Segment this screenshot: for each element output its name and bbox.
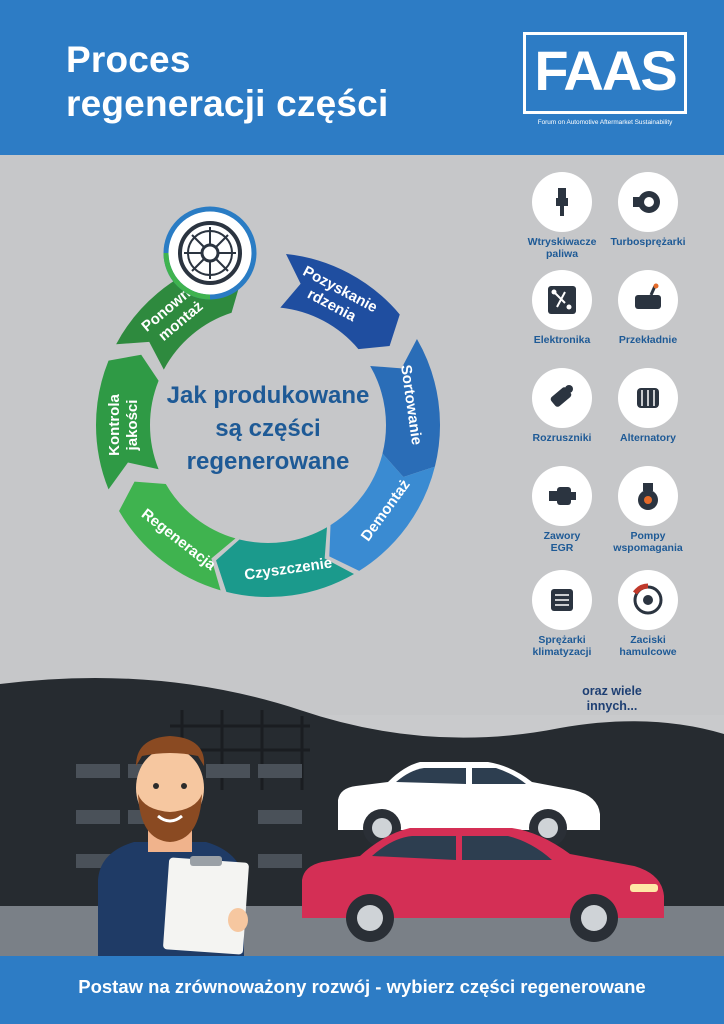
cycle-segment <box>96 354 159 490</box>
part-label-line: Wtryskiwacze <box>527 236 597 248</box>
starter-icon <box>532 368 592 428</box>
red-car <box>302 828 664 942</box>
part-label-line: EGR <box>550 542 574 554</box>
cycle-step-text: jakości <box>124 400 141 452</box>
part-label-line: paliwa <box>545 248 579 260</box>
gearbox-icon <box>618 270 678 330</box>
part-item: Turbosprężarki <box>606 172 690 248</box>
regeneration-cycle-diagram: PozyskanierdzeniaSortowanieDemontażCzysz… <box>96 206 440 597</box>
footer-tagline: Postaw na zrównoważony rozwój - wybierz … <box>78 976 646 997</box>
part-label-line: Sprężarki <box>538 634 586 646</box>
white-car <box>338 762 600 847</box>
egr-valve-icon <box>532 466 592 526</box>
part-label-line: Turbosprężarki <box>610 236 686 248</box>
part-label-line: Alternatory <box>619 432 676 444</box>
part-item: Rozruszniki <box>520 368 604 444</box>
part-label-line: Przekładnie <box>618 334 678 346</box>
cycle-center-line-1: Jak produkowane <box>167 382 370 409</box>
cycle-segment <box>280 253 400 350</box>
part-label: Przekładnie <box>606 334 690 346</box>
cycle-step-text: Kontrola <box>106 394 123 456</box>
part-label-line: klimatyzacji <box>532 646 592 658</box>
faas-logo: FAAS <box>523 32 687 114</box>
injector-icon <box>532 172 592 232</box>
title-line-1: Proces <box>66 39 191 80</box>
brake-disc-icon <box>163 206 257 300</box>
cycle-center-line-2: są części <box>215 415 320 442</box>
part-item: Elektronika <box>520 270 604 346</box>
part-label-line: wspomagania <box>613 542 683 554</box>
cycle-segment <box>370 339 440 477</box>
part-label: Turbosprężarki <box>606 236 690 248</box>
circuit-icon <box>532 270 592 330</box>
cycle-segment <box>329 453 435 571</box>
part-label-line: Zaciski <box>630 634 666 646</box>
logo-subtitle: Forum on Automotive Aftermarket Sustaina… <box>537 119 673 126</box>
more-line-1: oraz wiele <box>582 684 642 698</box>
cycle-segment <box>119 481 236 591</box>
header-banner: Proces regeneracji części FAAS Forum on … <box>0 0 724 155</box>
title-line-2: regeneracji części <box>66 83 389 124</box>
part-label-line: hamulcowe <box>619 646 677 658</box>
part-label-line: Pompy <box>630 530 666 542</box>
more-line-2: innych... <box>586 699 638 713</box>
more-parts-note: oraz wiele innych... <box>560 684 664 714</box>
part-label: Rozruszniki <box>520 432 604 444</box>
logo-text: FAAS <box>534 39 677 102</box>
cycle-segment <box>216 527 354 597</box>
part-item: Przekładnie <box>606 270 690 346</box>
footer-banner: Postaw na zrównoważony rozwój - wybierz … <box>0 956 724 1024</box>
brake-caliper-icon <box>618 570 678 630</box>
mechanic-illustration <box>98 736 249 956</box>
part-label-line: Zawory <box>543 530 581 542</box>
workshop-scene <box>0 677 724 960</box>
turbo-icon <box>618 172 678 232</box>
page-title: Proces regeneracji części <box>66 38 388 126</box>
pump-icon <box>618 466 678 526</box>
part-label-line: Rozruszniki <box>532 432 592 444</box>
part-label: Alternatory <box>606 432 690 444</box>
cycle-center-line-3: regenerowane <box>187 448 350 475</box>
ac-compressor-icon <box>532 570 592 630</box>
alternator-icon <box>618 368 678 428</box>
part-item: Alternatory <box>606 368 690 444</box>
part-label: Elektronika <box>520 334 604 346</box>
part-label-line: Elektronika <box>533 334 591 346</box>
